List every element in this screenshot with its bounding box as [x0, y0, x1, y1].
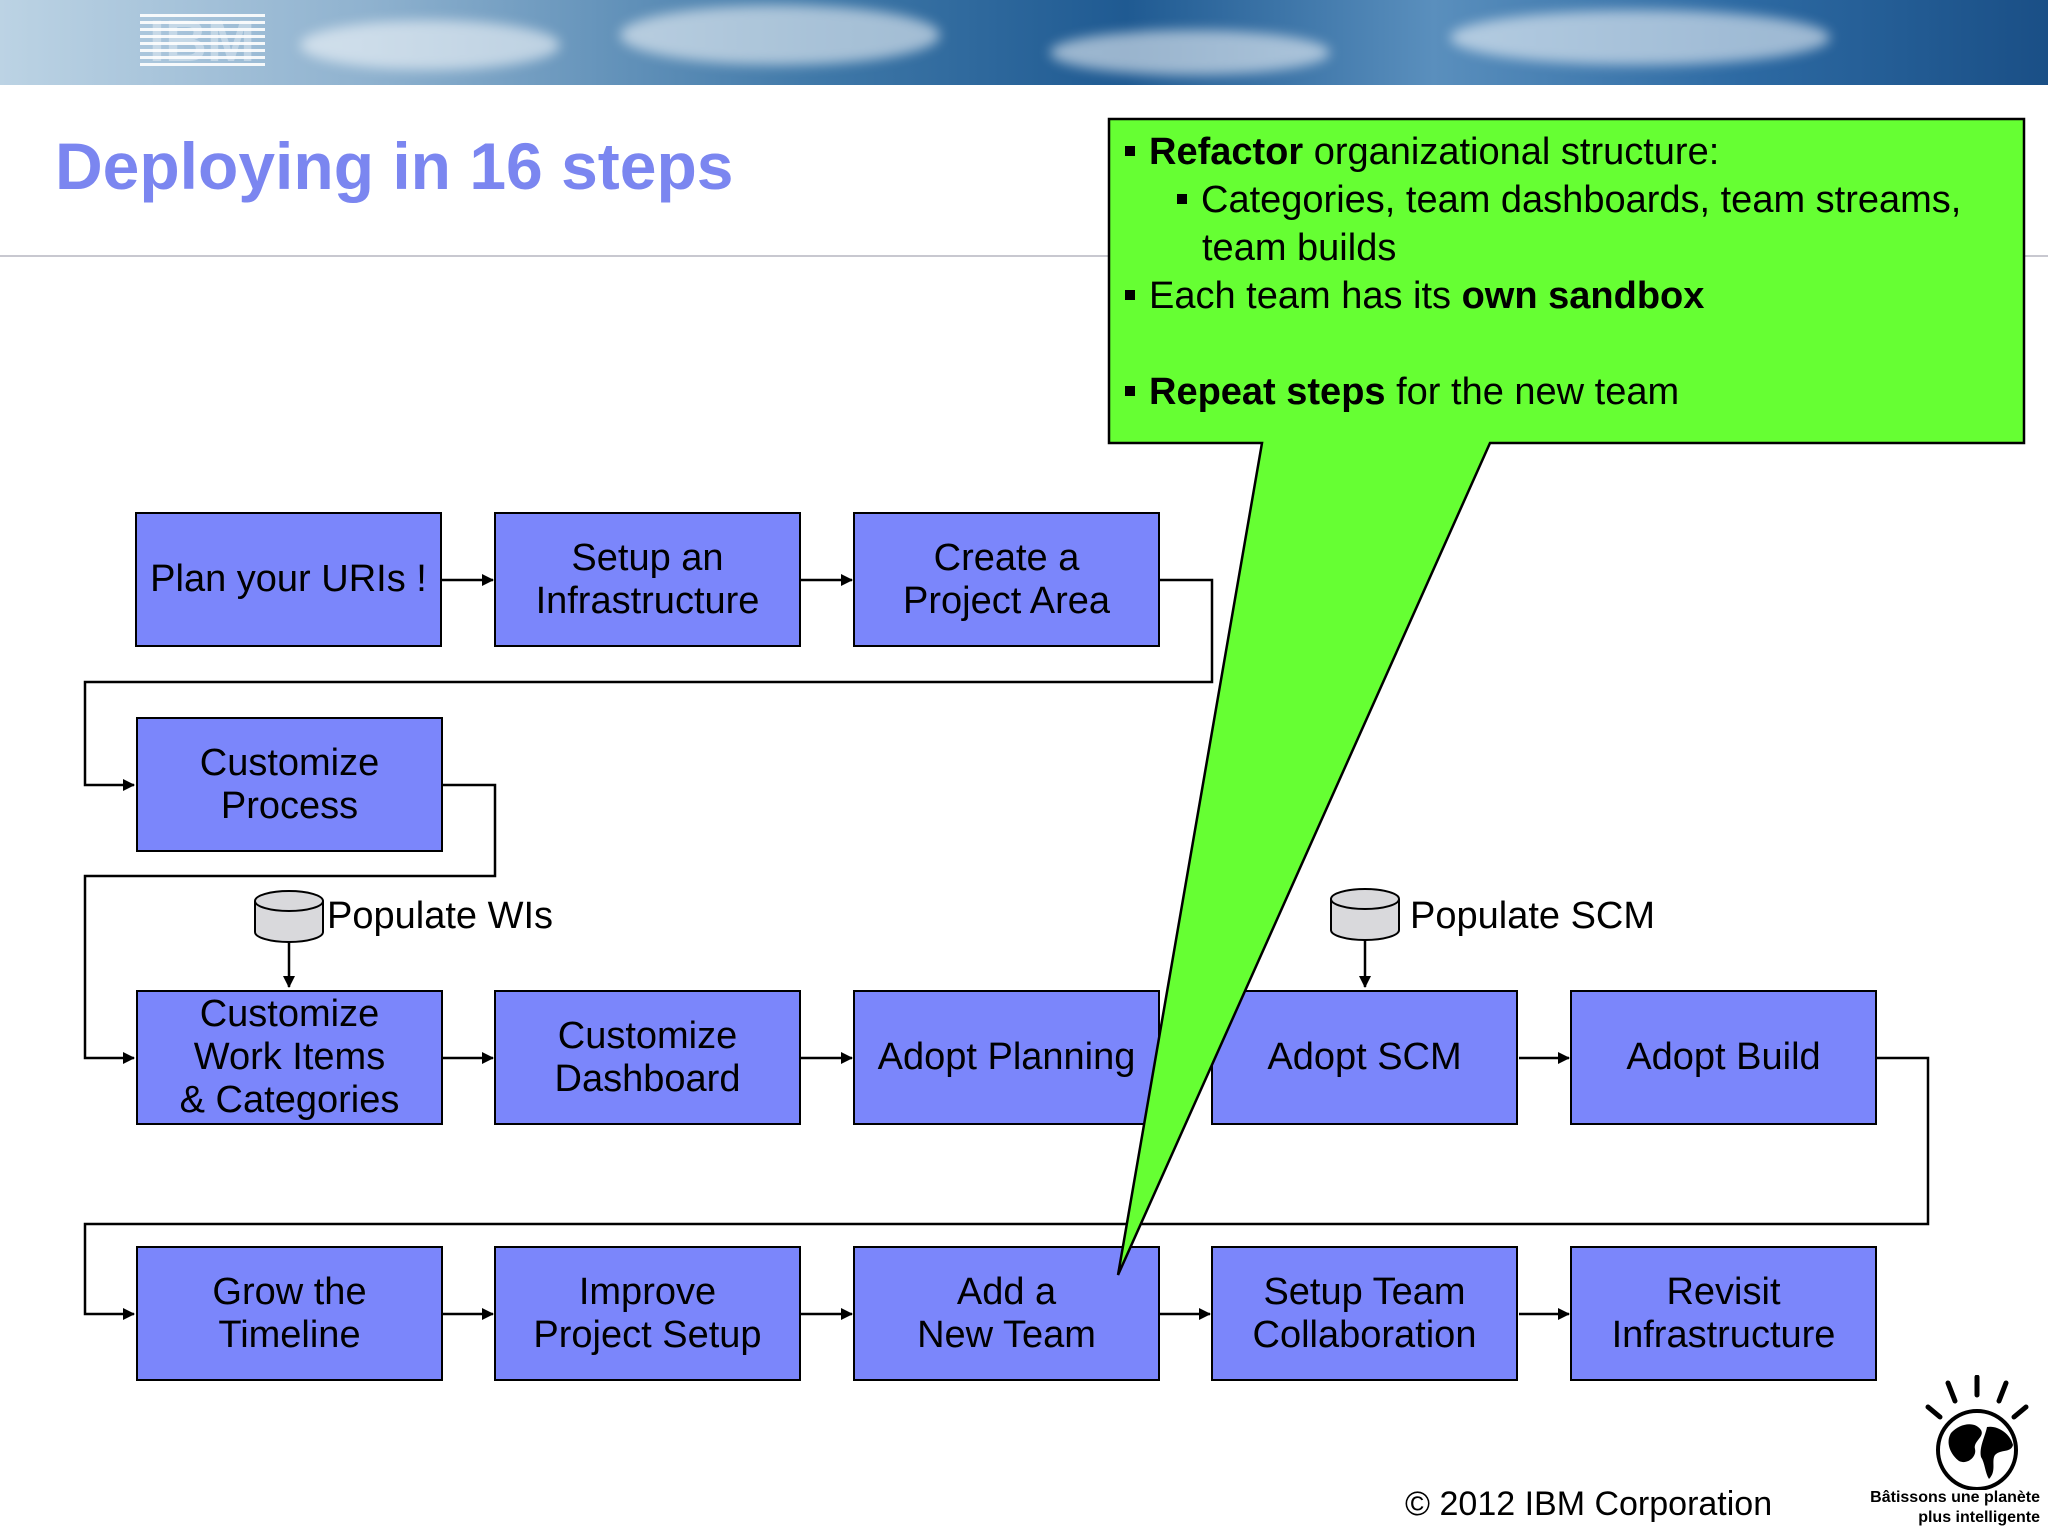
- arrow-process-to-workitems: [83, 783, 497, 1064]
- bullet-icon: [1125, 289, 1135, 300]
- callout-bullet-repeat: Repeat steps for the new team: [1125, 368, 2015, 416]
- callout-text: Refactor organizational structure: Categ…: [1125, 128, 2015, 416]
- callout-subbullet-continuation: team builds: [1202, 227, 1397, 269]
- step-plan-uris: Plan your URIs !: [135, 512, 442, 647]
- callout-bullet-sandbox: Each team has its own sandbox: [1125, 272, 2015, 320]
- arrow-build-to-timeline: [83, 1056, 1930, 1320]
- step-adopt-scm: Adopt SCM: [1211, 990, 1518, 1125]
- step-improve-project-setup: Improve Project Setup: [494, 1246, 801, 1381]
- callout-subbullet-categories: Categories, team dashboards, team stream…: [1125, 176, 2015, 224]
- step-revisit-infrastructure: Revisit Infrastructure: [1570, 1246, 1877, 1381]
- populate-scm-label: Populate SCM: [1410, 895, 1656, 937]
- bullet-icon: [1125, 385, 1135, 396]
- ibm-logo: IBM: [140, 14, 265, 66]
- title-divider: [0, 255, 2048, 257]
- step-add-new-team: Add a New Team: [853, 1246, 1160, 1381]
- callout-bullet-refactor: Refactor organizational structure:: [1125, 128, 2015, 176]
- step-customize-work-items: Customize Work Items & Categories: [136, 990, 443, 1125]
- database-icon-wi: [254, 890, 324, 943]
- tagline-text: Bâtissons une planète plus intelligente: [1870, 1489, 2040, 1526]
- bullet-icon: [1125, 145, 1135, 156]
- arrow-project-to-process: [83, 578, 1214, 791]
- database-icon-scm: [1330, 888, 1400, 941]
- page-title: Deploying in 16 steps: [55, 129, 734, 203]
- step-adopt-build: Adopt Build: [1570, 990, 1877, 1125]
- bullet-icon: [1177, 193, 1187, 204]
- header-banner: IBM: [0, 0, 2048, 85]
- step-create-project-area: Create a Project Area: [853, 512, 1160, 647]
- step-adopt-planning: Adopt Planning: [853, 990, 1160, 1125]
- step-customize-dashboard: Customize Dashboard: [494, 990, 801, 1125]
- step-grow-timeline: Grow the Timeline: [136, 1246, 443, 1381]
- populate-wis-label: Populate WIs: [327, 895, 553, 937]
- step-setup-team-collaboration: Setup Team Collaboration: [1211, 1246, 1518, 1381]
- svg-text:IBM: IBM: [149, 14, 255, 66]
- globe-icon: [1925, 1375, 2029, 1490]
- step-setup-infrastructure: Setup an Infrastructure: [494, 512, 801, 647]
- copyright-text: © 2012 IBM Corporation: [1405, 1485, 1773, 1523]
- step-customize-process: Customize Process: [136, 717, 443, 852]
